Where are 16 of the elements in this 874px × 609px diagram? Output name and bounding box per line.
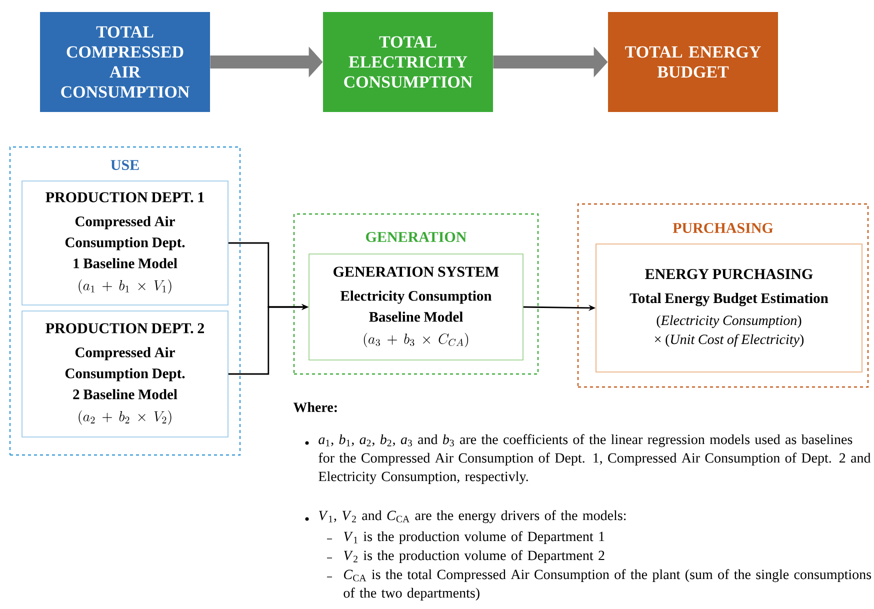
note-text: V$_{1}$, V$_{2}$ and C$_{CA}$ are the energy drivers of the models: <box>318 510 626 524</box>
process-box: TOTAL COMPRESSED AIR CONSUMPTION <box>40 12 210 112</box>
model-box: ENERGY PURCHASING Total Energy Budget Estimation (Electricity Consumption) × (Unit Cost of Electricity) <box>596 244 862 372</box>
model-box: GENERATION SYSTEM Electricity Consumption Baseline Model $(a_3 + b_3 \times C_{CA})$ <box>308 254 524 360</box>
model-box: PRODUCTION DEPT. 2 Compressed Air Consumption Dept. 2 Baseline Model $(a_2 + b_2 \times V_2)$ <box>22 310 228 438</box>
group-title: GENERATION <box>366 232 466 242</box>
group-title: PURCHASING <box>672 222 773 234</box>
note-text: Where: <box>293 402 337 412</box>
note-text: a$_{1}$, b$_{1}$, a$_{2}$, b$_{2}$, a$_{3}$ and b$_{3}$ are the coefficients of the linear regression models used as baselines for the Compressed Air Consumption of Dept. 1, Compressed Air Consumption of Dept. 2 and Electricity Consumption, respectivly. <box>318 434 871 484</box>
model-box: PRODUCTION DEPT. 1 Compressed Air Consumption Dept. 1 Baseline Model $(a_1 + b_1 \times V_1)$ <box>22 180 228 306</box>
note-text: V$_{1}$ is the production volume of Department 1 <box>344 531 604 544</box>
note-text: C$_{CA}$ is the total Compressed Air Consumption of the plant (sum of the single consumptions of the two departments) <box>344 569 872 601</box>
process-box: TOTAL ELECTRICITY CONSUMPTION <box>323 12 493 112</box>
process-box: TOTAL ENERGY BUDGET <box>608 12 778 112</box>
note-text: V$_{2}$ is the production volume of Department 2 <box>344 550 604 564</box>
group-title: USE <box>110 160 139 170</box>
